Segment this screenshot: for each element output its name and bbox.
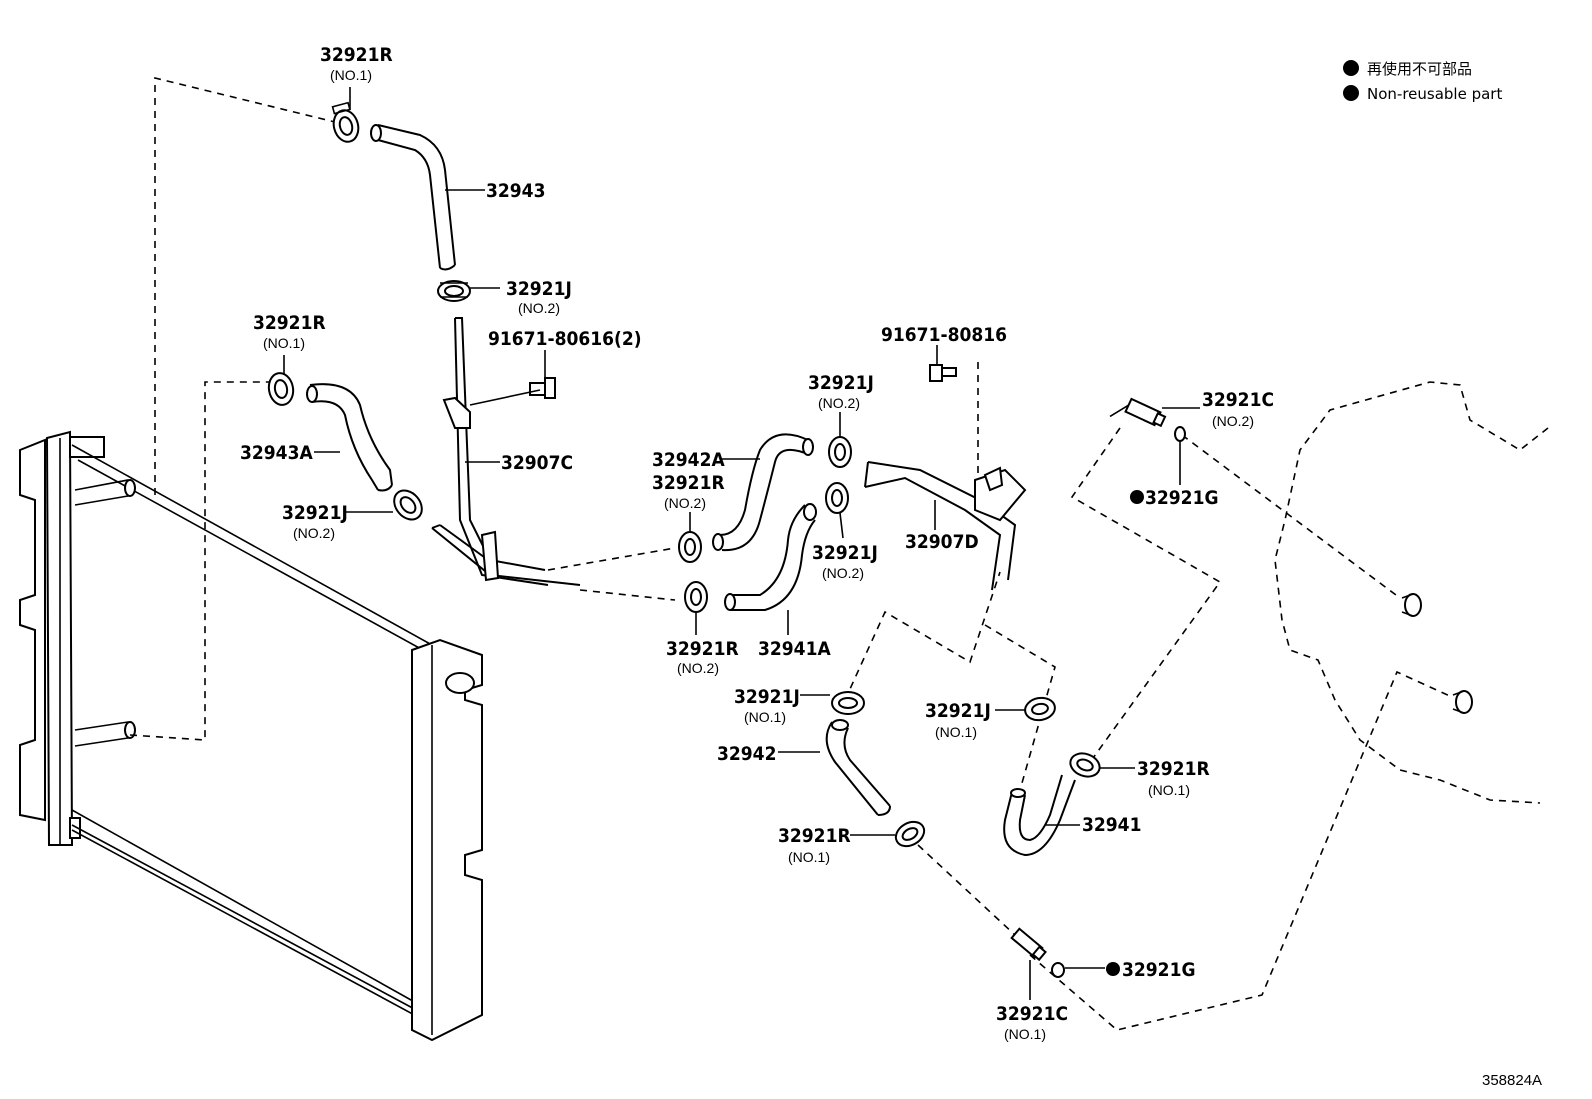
clamps <box>267 101 1101 848</box>
part-variant-label: (NO.2) <box>1212 413 1254 429</box>
part-number-label: 32943A <box>240 442 313 464</box>
o-ring-icon <box>1051 962 1065 978</box>
bolts-fittings <box>529 364 1186 978</box>
part-variant-label: (NO.1) <box>788 849 830 865</box>
part-number-label: 91671-80816 <box>881 324 1007 346</box>
part-labels: 32921R (NO.1) 32943 32921J (NO.2) 91671-… <box>240 44 1542 1089</box>
drawing-number: 358824A <box>1482 1072 1542 1089</box>
part-variant-label: (NO.1) <box>263 335 305 351</box>
part-number-label: 32921J <box>506 278 572 300</box>
part-variant-label: (NO.2) <box>518 300 560 316</box>
part-number-label: 32941 <box>1082 814 1141 836</box>
part-number-label: 32921J <box>734 686 800 708</box>
part-variant-label: (NO.1) <box>1004 1026 1046 1042</box>
part-variant-label: (NO.1) <box>330 67 372 83</box>
part-number-label: 32921G <box>1122 959 1196 981</box>
part-number-label: 32907C <box>501 452 573 474</box>
part-number-label: 32941A <box>758 638 831 660</box>
part-number-label: 32921C <box>1202 389 1274 411</box>
pipes <box>431 317 1027 591</box>
part-number-label: 32921J <box>812 542 878 564</box>
legend: 再使用不可部品 Non-reusable part <box>1343 60 1502 103</box>
union-fitting-icon <box>1109 397 1167 428</box>
non-reusable-marker-icon <box>1343 85 1359 101</box>
non-reusable-marker-icon <box>1343 60 1359 76</box>
part-number-label: 32907D <box>905 531 979 553</box>
bolt-icon <box>529 377 556 399</box>
routing-lines <box>129 76 1453 1031</box>
bolt-icon <box>929 364 957 382</box>
part-variant-label: (NO.1) <box>1148 782 1190 798</box>
part-number-label: 32921R <box>652 472 725 494</box>
legend-jp: 再使用不可部品 <box>1367 60 1472 78</box>
part-variant-label: (NO.1) <box>935 724 977 740</box>
part-number-label: 91671-80616(2) <box>488 328 642 350</box>
part-number-label: 32921J <box>282 502 348 524</box>
legend-en: Non-reusable part <box>1367 85 1502 103</box>
hoses <box>306 124 1076 857</box>
part-number-label: 32921R <box>253 312 326 334</box>
part-number-label: 32943 <box>486 180 545 202</box>
radiator-illustration <box>19 430 483 1042</box>
non-reusable-marker-icon <box>1130 490 1144 504</box>
part-number-label: 32921R <box>320 44 393 66</box>
part-number-label: 32942A <box>652 449 725 471</box>
part-variant-label: (NO.1) <box>744 709 786 725</box>
part-variant-label: (NO.2) <box>664 495 706 511</box>
part-variant-label: (NO.2) <box>293 525 335 541</box>
part-variant-label: (NO.2) <box>818 395 860 411</box>
part-variant-label: (NO.2) <box>822 565 864 581</box>
part-number-label: 32921R <box>778 825 851 847</box>
non-reusable-marker-icon <box>1106 962 1120 976</box>
part-number-label: 32921J <box>925 700 991 722</box>
part-number-label: 32921C <box>996 1003 1068 1025</box>
part-number-label: 32921J <box>808 372 874 394</box>
part-variant-label: (NO.2) <box>677 660 719 676</box>
part-number-label: 32921G <box>1145 487 1219 509</box>
o-ring-icon <box>1174 426 1186 442</box>
leader-lines <box>283 87 1200 1000</box>
part-number-label: 32921R <box>1137 758 1210 780</box>
transmission-outline <box>1274 381 1549 804</box>
union-fitting-icon <box>1010 927 1047 962</box>
part-number-label: 32942 <box>717 743 776 765</box>
part-number-label: 32921R <box>666 638 739 660</box>
